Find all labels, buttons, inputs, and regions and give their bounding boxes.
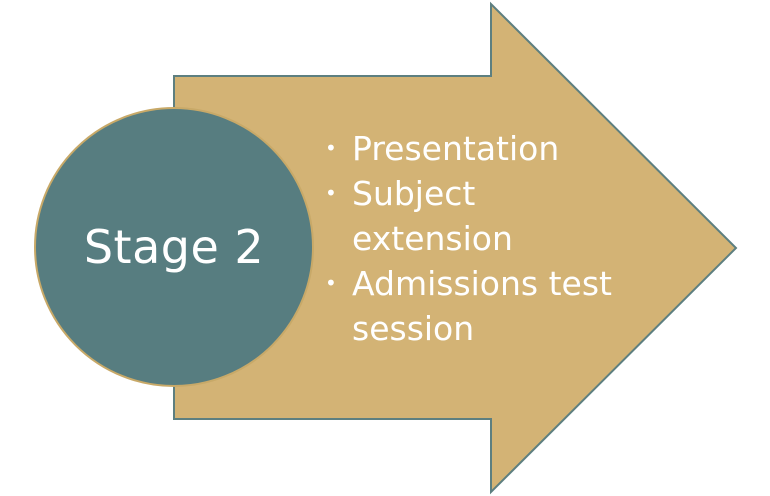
list-item: • Subject extension [322, 171, 622, 261]
bullet-icon: • [325, 271, 337, 295]
list-item: • Admissions test session [322, 261, 622, 351]
bullet-text: Presentation [352, 129, 560, 168]
arrow-shape [173, 1, 738, 495]
bullet-list: • Presentation • Subject extension • Adm… [322, 126, 622, 351]
bullet-text: Subject extension [352, 174, 513, 258]
bullet-icon: • [325, 136, 337, 160]
bullet-text: Admissions test session [352, 264, 612, 348]
bullet-icon: • [325, 181, 337, 205]
stage-circle [34, 107, 314, 387]
list-item: • Presentation [322, 126, 622, 171]
